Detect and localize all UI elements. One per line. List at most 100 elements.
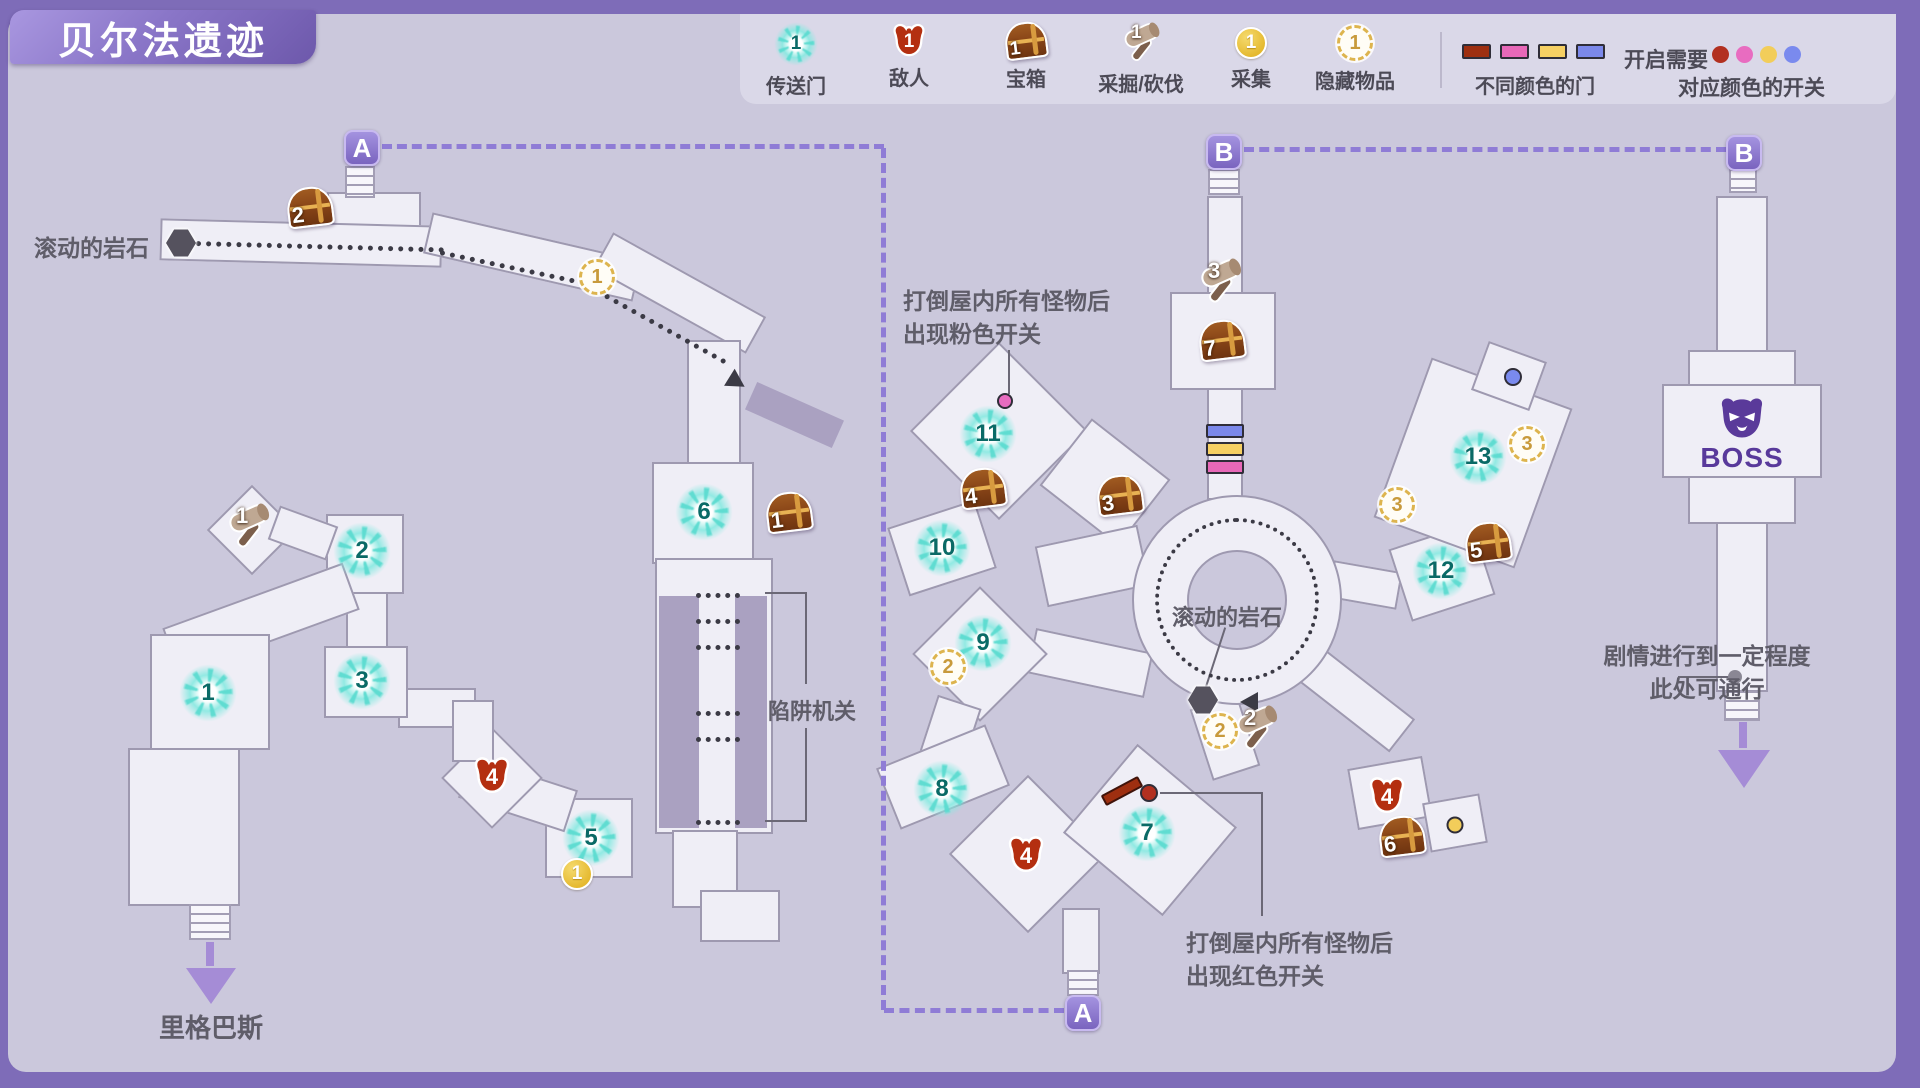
legend-item-enemy: 1 敌人	[849, 22, 969, 91]
portal-number: 1	[201, 679, 215, 706]
route-a-dashed	[382, 144, 884, 149]
enemy-marker: 4	[1005, 835, 1047, 873]
story-note-line2: 此处可通行	[1649, 676, 1765, 702]
trap-dashes	[696, 593, 740, 598]
mine-count: 1	[1131, 22, 1142, 43]
portal-marker: 8	[913, 760, 971, 818]
portal-number: 3	[355, 667, 369, 694]
legend-item-mine: 1 采掘/砍伐	[1081, 22, 1201, 97]
portal-number: 2	[355, 537, 369, 564]
portal-swirl-icon	[960, 406, 1016, 462]
hidden-item-marker: 2	[930, 649, 966, 685]
route-b-dashed	[1244, 147, 1726, 152]
chest-marker: 1	[763, 489, 815, 535]
hidden-item-marker: 2	[1202, 713, 1238, 749]
bracket-line	[765, 820, 807, 822]
yellow-door-bar	[1206, 442, 1244, 456]
trap-band	[659, 596, 699, 828]
map-room	[1062, 908, 1100, 974]
trap-band	[735, 596, 767, 828]
ladder-icon	[1729, 169, 1757, 193]
portal-swirl-icon	[1413, 543, 1469, 599]
pink-switch-note-line1: 打倒屋内所有怪物后	[903, 288, 1110, 314]
blue-switch-dot	[1504, 368, 1522, 386]
portal-swirl-icon	[676, 484, 732, 540]
mining-marker: 2	[1232, 705, 1280, 753]
trap-label: 陷阱机关	[768, 699, 857, 724]
portal-marker: 1	[179, 664, 237, 722]
mine-count: 1	[236, 503, 249, 528]
map-room	[1716, 196, 1768, 354]
portal-marker: 2	[333, 522, 391, 580]
red-switch-note-line2: 出现红色开关	[1186, 963, 1324, 989]
boss-label: BOSS	[1700, 442, 1784, 473]
map-room	[700, 890, 780, 942]
portal-swirl-icon	[334, 523, 390, 579]
bracket-line	[805, 728, 807, 822]
rolling-rock-label: 滚动的岩石	[34, 235, 149, 261]
chest-icon: 1	[1002, 19, 1050, 62]
exit-arrow-stem	[1739, 722, 1747, 748]
trap-dashes	[696, 820, 740, 825]
portal-number: 9	[976, 629, 990, 656]
pink-door-bar	[1206, 460, 1244, 474]
boss-face-icon	[1721, 398, 1763, 438]
door-colors-legend	[1462, 44, 1605, 59]
portal-marker: 6	[675, 483, 733, 541]
collect-marker: 1	[561, 858, 593, 890]
chest-marker: 5	[1462, 519, 1514, 565]
portal-number: 13	[1464, 443, 1492, 470]
blue-door-bar	[1206, 424, 1244, 438]
switch-colors-legend	[1712, 46, 1801, 63]
legend-item-chest: 1 宝箱	[966, 19, 1086, 92]
story-note: 剧情进行到一定程度 此处可通行	[1598, 640, 1816, 706]
mine-count: 3	[1208, 258, 1221, 283]
enemy-face-icon	[1008, 836, 1044, 873]
switch-pink-dot	[1736, 46, 1753, 63]
note-line	[1261, 792, 1263, 916]
enemy-count: 1	[903, 30, 915, 52]
portal-marker: 10	[913, 519, 971, 577]
waypoint-a-marker: A	[344, 130, 380, 166]
hammer-icon	[1124, 22, 1160, 61]
enemy-count: 4	[1380, 783, 1394, 809]
trap-dashes	[696, 645, 740, 650]
hammer-icon	[1201, 258, 1242, 303]
switch-yellow-dot	[1760, 46, 1777, 63]
portal-number: 12	[1427, 557, 1455, 584]
hidden-item-marker: 3	[1379, 487, 1415, 523]
hidden-item-marker: 1	[579, 259, 615, 295]
map-room	[452, 700, 494, 762]
map-room	[687, 340, 741, 470]
portal-swirl-icon	[180, 665, 236, 721]
enemy-icon: 1	[890, 22, 928, 58]
portal-marker: 3	[333, 652, 391, 710]
trap-dashes	[696, 619, 740, 624]
enemy-face-icon	[1369, 777, 1405, 814]
enemy-face-icon	[474, 757, 510, 794]
door-yellow-swatch	[1538, 44, 1567, 59]
note-line	[1008, 350, 1010, 394]
route-a-dashed	[881, 148, 886, 1010]
chest-marker: 2	[284, 184, 336, 230]
title-banner: 贝尔法遗迹	[10, 10, 316, 64]
waypoint-b-marker: B	[1206, 134, 1242, 170]
boss-face-icon	[1716, 395, 1768, 441]
path-arrowhead-icon	[1240, 692, 1258, 712]
exit-arrow-stem	[206, 942, 214, 966]
portal-count: 1	[790, 33, 802, 54]
exit-arrow-icon	[186, 968, 236, 1004]
chest-marker: 6	[1376, 813, 1428, 859]
portal-swirl-icon	[563, 810, 619, 866]
portal-marker: 7	[1118, 804, 1176, 862]
portal-marker: 11	[959, 405, 1017, 463]
red-switch-note-line1: 打倒屋内所有怪物后	[1186, 930, 1393, 956]
hidden-item-icon: 1	[1337, 25, 1373, 61]
bracket-line	[765, 592, 807, 594]
mine-count: 2	[1244, 705, 1257, 730]
portal-number: 7	[1140, 819, 1154, 846]
portal-swirl-icon	[1450, 429, 1506, 485]
story-point-dot	[1728, 670, 1742, 684]
ladder-icon	[189, 904, 231, 940]
portal-swirl-icon	[914, 520, 970, 576]
